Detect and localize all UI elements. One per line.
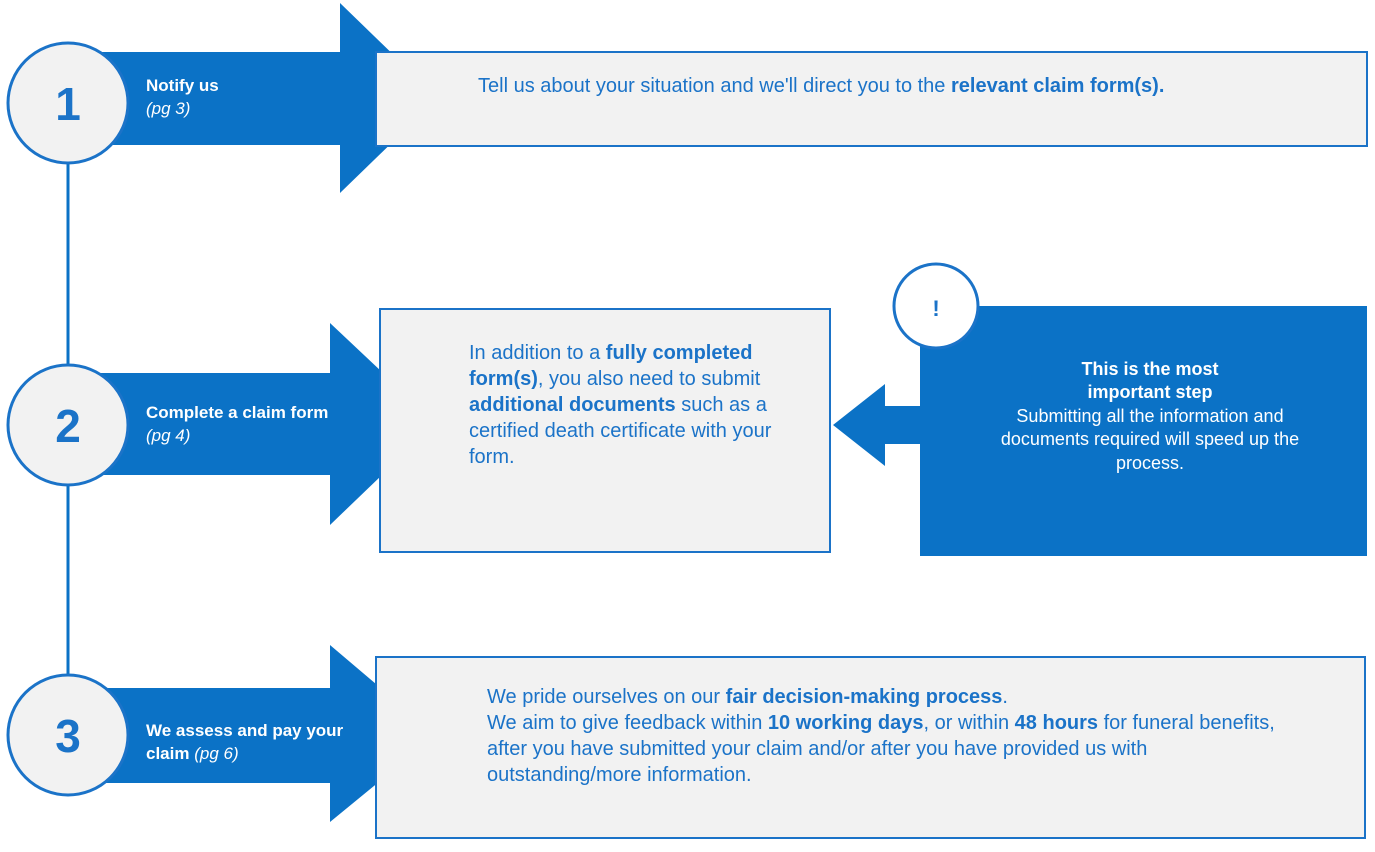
step-1-text: Tell us about your situation and we'll d… (478, 75, 951, 97)
step-3-page-ref: (pg 6) (194, 743, 239, 763)
step-1-arrow (68, 3, 438, 193)
step-1-emphasis: relevant claim form(s). (950, 75, 1165, 97)
step-1-number: 1 (55, 78, 81, 130)
step-2-title: Complete a claim form (146, 403, 329, 422)
step-3-emphasis-1: fair decision-making process (725, 686, 1003, 708)
step-3-emphasis-3: 48 hours (1014, 712, 1099, 734)
step-2-number: 2 (55, 400, 81, 452)
step-3-circle (6, 673, 130, 797)
step-3-description: We pride ourselves on our fair decision-… (375, 656, 1366, 839)
alert-icon: ! (932, 296, 939, 321)
step-1-title: Notify us (146, 76, 219, 95)
step-3-label: We assess and pay your claim (pg 6) (146, 720, 371, 766)
step-3-emphasis-2: 10 working days (767, 712, 924, 734)
step-2-text-3: such as a certified death certificate wi… (469, 394, 772, 468)
callout-text: This is the most important step Submitti… (970, 358, 1330, 475)
step-1-circle (6, 41, 130, 165)
step-3-text-4: , or within (923, 712, 1015, 734)
step-1-label: Notify us (pg 3) (146, 75, 326, 121)
step-2-circle (6, 363, 130, 487)
step-3-title: We assess and pay your claim (146, 721, 344, 763)
callout-arrow (833, 384, 920, 466)
step-1-description: Tell us about your situation and we'll d… (375, 51, 1368, 147)
step-2-description: In addition to a fully completed form(s)… (379, 308, 831, 553)
step-2-page-ref: (pg 4) (146, 425, 191, 445)
step-2-text-1: In addition to a (469, 342, 606, 364)
step-2-emphasis-1: fully completed form(s) (469, 342, 753, 390)
step-3-arrow (68, 645, 436, 822)
step-2-emphasis-2: additional documents (469, 394, 676, 416)
step-3-text-1: We pride ourselves on our (487, 686, 726, 708)
step2-text-2: , you also need to submit (537, 368, 761, 390)
callout-body: Submitting all the information and docum… (1000, 405, 1300, 473)
callout-heading: This is the most important step (1081, 359, 1219, 403)
step-3-text-3: We aim to give feedback within (487, 712, 768, 734)
step-2-label: Complete a claim form (pg 4) (146, 402, 336, 448)
callout-panel (920, 306, 1367, 556)
step-3-text-5: for funeral benefits, after you have sub… (487, 712, 1275, 786)
step-1-page-ref: (pg 3) (146, 98, 191, 118)
alert-icon-circle (892, 262, 980, 350)
step-3-text-2: . (1002, 686, 1008, 708)
step-2-arrow (68, 323, 436, 525)
step-3-number: 3 (55, 710, 81, 762)
